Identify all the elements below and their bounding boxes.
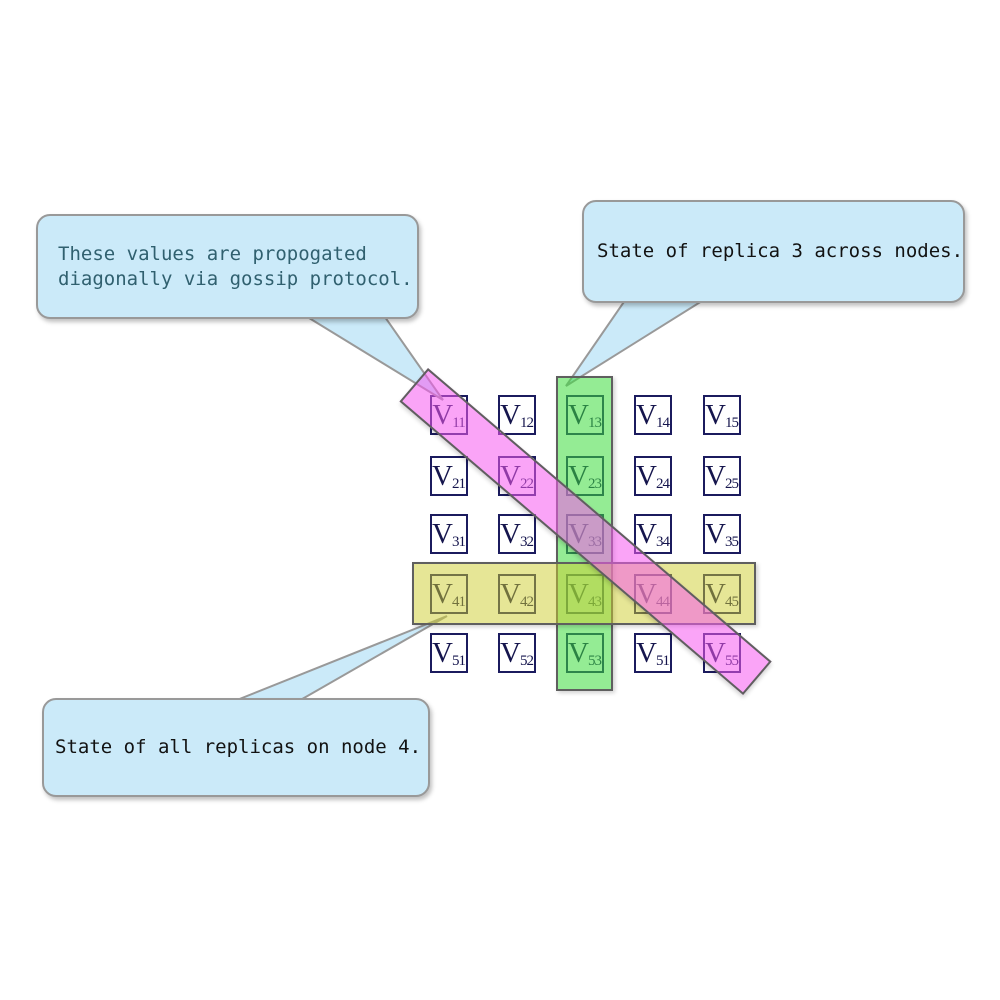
callout-gossip-note: These values are propogated diagonally v… <box>36 214 419 319</box>
callout-text-line: These values are propogated <box>58 242 367 265</box>
callout-text-line: diagonally via gossip protocol. <box>58 267 413 290</box>
callout-node4-note: State of all replicas on node 4. <box>42 698 430 797</box>
callout-replica3-note: State of replica 3 across nodes. <box>582 200 965 303</box>
callout-text-line: State of replica 3 across nodes. <box>597 240 964 262</box>
replica3-note-tail <box>565 295 714 387</box>
callout-text-line: State of all replicas on node 4. <box>55 736 422 758</box>
node4-note-tail <box>221 615 448 707</box>
